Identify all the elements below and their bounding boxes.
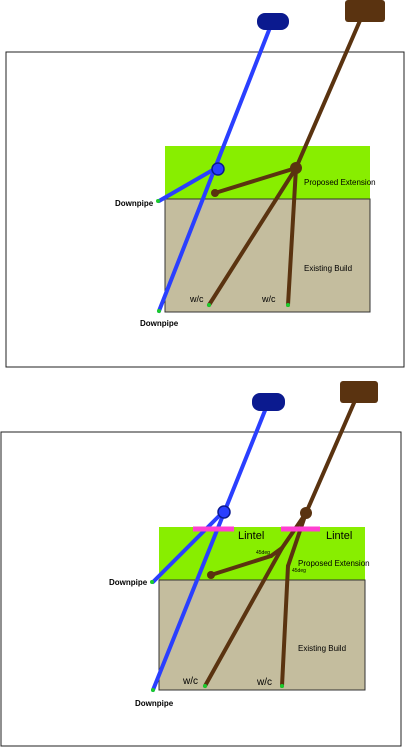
foul-outfall-cap xyxy=(345,0,385,22)
foul-main-pipe xyxy=(294,14,364,170)
downpipe-left-label: Downpipe xyxy=(115,199,154,208)
proposed-extension-area xyxy=(165,146,370,199)
foul-branch-extension-lower xyxy=(209,554,273,577)
diagram-top: Proposed Extension Existing Build Downpi… xyxy=(5,0,405,368)
wc2-end xyxy=(280,684,284,688)
foul-junction xyxy=(300,507,312,519)
angle2-label: 45deg xyxy=(292,568,306,574)
downpipe-left-label: Downpipe xyxy=(109,578,148,587)
wc2-label: w/c xyxy=(256,677,272,688)
surface-water-junction xyxy=(211,162,225,176)
surface-water-branch-pipe xyxy=(151,510,225,584)
angle1-label: 45deg xyxy=(256,550,270,556)
diagram-bottom: Lintel Lintel 45deg 45deg Proposed Exten… xyxy=(0,381,402,747)
proposed-extension-label: Proposed Extension xyxy=(298,559,370,568)
surface-water-main-pipe xyxy=(151,406,268,692)
foul-branch-wc2 xyxy=(286,511,308,568)
foul-main-pipe xyxy=(304,394,359,515)
foul-extension-end xyxy=(207,571,215,579)
surface-water-outfall-cap xyxy=(252,393,285,411)
proposed-extension-label: Proposed Extension xyxy=(304,178,376,187)
surface-water-outfall-cap xyxy=(257,13,289,30)
surface-water-branch-pipe xyxy=(157,165,220,203)
lintel1-label: Lintel xyxy=(238,530,264,542)
wc1-label: w/c xyxy=(189,294,204,304)
foul-branch-extension xyxy=(213,166,298,195)
wc1-end xyxy=(207,303,211,307)
foul-branch-extension xyxy=(269,546,284,558)
foul-branch-wc1-lower xyxy=(203,546,284,688)
downpipe-bottom-label: Downpipe xyxy=(140,319,179,328)
existing-build-area xyxy=(164,198,371,313)
foul-branch-wc2-lower xyxy=(280,564,290,688)
foul-branch-wc2 xyxy=(286,166,298,307)
proposed-extension-area xyxy=(159,527,365,580)
downpipe-bottom-end xyxy=(151,688,155,692)
downpipe-left-end xyxy=(156,199,160,203)
lintel2-label: Lintel xyxy=(326,530,352,542)
foul-junction xyxy=(290,162,302,174)
surface-water-junction xyxy=(217,505,231,519)
downpipe-left-end xyxy=(150,580,154,584)
existing-build-area xyxy=(158,579,366,691)
existing-build-label: Existing Build xyxy=(298,644,346,653)
downpipe-bottom-end xyxy=(157,309,161,313)
foul-extension-end xyxy=(211,189,219,197)
downpipe-bottom-label: Downpipe xyxy=(135,699,174,708)
wc1-end xyxy=(203,684,207,688)
wc2-label: w/c xyxy=(261,294,276,304)
existing-build-label: Existing Build xyxy=(304,264,352,273)
wc2-end xyxy=(286,303,290,307)
foul-outfall-cap xyxy=(340,381,378,403)
foul-branch-wc1 xyxy=(207,166,298,307)
wc1-label: w/c xyxy=(182,676,198,687)
